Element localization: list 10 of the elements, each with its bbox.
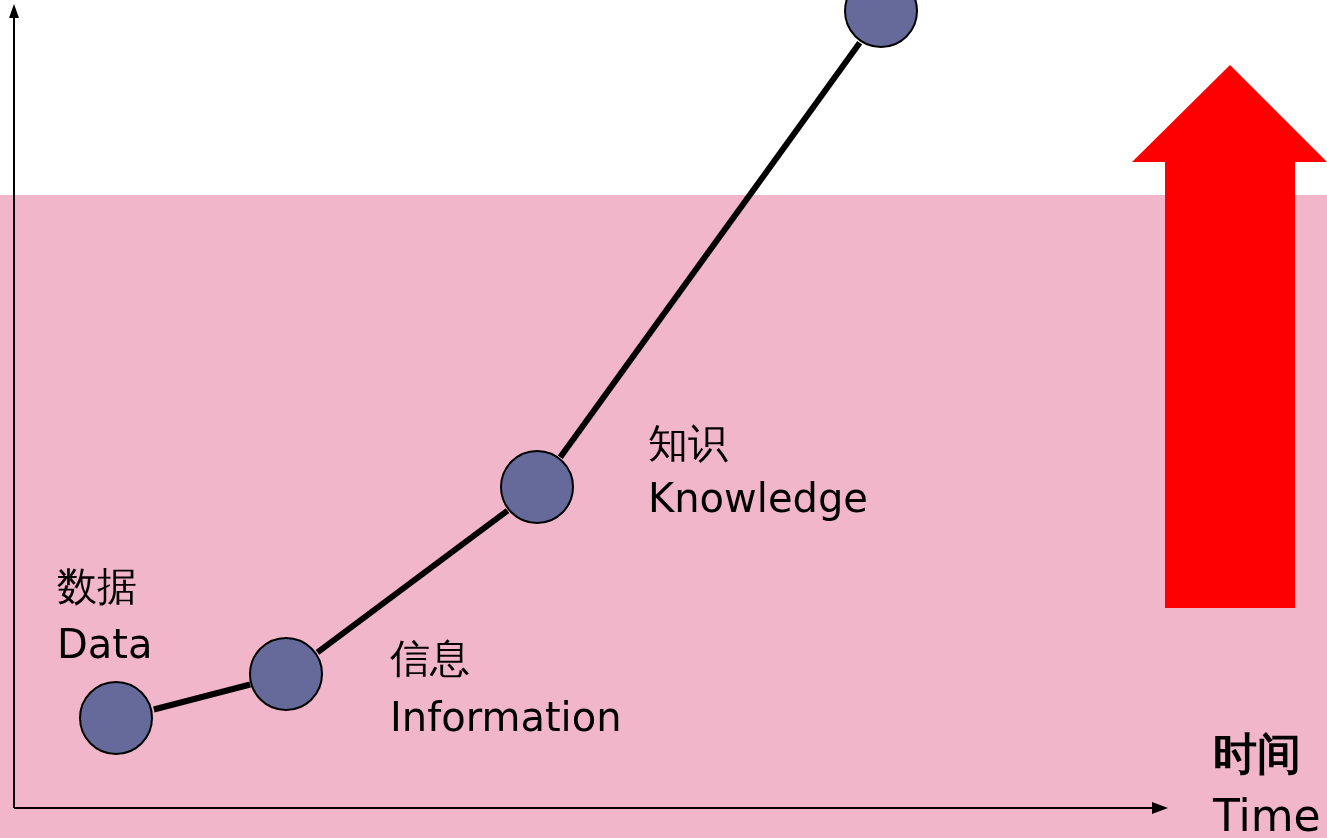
stage-label: Information <box>390 697 622 737</box>
connector-line <box>315 508 510 655</box>
stage-label: Data <box>57 624 153 664</box>
axis-label: 时间 <box>1213 732 1301 776</box>
stage-label: 信息 <box>390 638 470 678</box>
connector-line <box>153 681 251 713</box>
stage-label: 数据 <box>57 566 137 606</box>
stage-label: 知识 <box>648 423 728 463</box>
connector-line <box>557 41 863 459</box>
axis-label: Time <box>1213 794 1321 838</box>
